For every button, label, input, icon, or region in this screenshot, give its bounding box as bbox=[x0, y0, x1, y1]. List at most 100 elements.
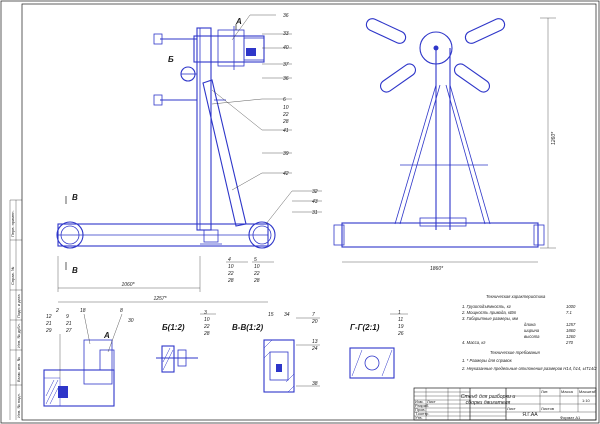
detail-a-balloon: 2 bbox=[55, 308, 59, 314]
section-marker-v-bottom: В bbox=[72, 266, 78, 275]
detail-a-balloon: 27 bbox=[65, 328, 72, 334]
balloon-28c: 28 bbox=[253, 278, 260, 284]
wheel-left bbox=[56, 221, 84, 249]
balloon-10c: 10 bbox=[254, 264, 260, 270]
detail-g-balloon: 19 bbox=[398, 324, 404, 330]
balloon-32: 32 bbox=[312, 189, 318, 195]
spec-value: 1000 bbox=[566, 304, 576, 309]
tb-format: Формат А1 bbox=[560, 415, 581, 420]
detail-v-balloon: 15 bbox=[268, 312, 274, 318]
balloon-36: 36 bbox=[283, 13, 289, 19]
tb-sheet: Лист bbox=[507, 406, 516, 411]
strip-label: Инв. № дубл. bbox=[16, 323, 21, 348]
side-view: 1260* 1860* bbox=[333, 17, 557, 272]
balloon-41: 41 bbox=[283, 128, 289, 134]
balloon-40: 40 bbox=[283, 45, 289, 51]
tb-sheets: Листов bbox=[541, 406, 554, 411]
balloon-22: 22 bbox=[282, 112, 289, 118]
dim-width-main: 1060* bbox=[121, 282, 135, 288]
detail-g-part bbox=[349, 347, 395, 379]
spec-item: 2. Мощность привода, кВт bbox=[461, 310, 517, 315]
dim-height: 1260* bbox=[551, 131, 557, 145]
detail-a-balloon: 12 bbox=[46, 314, 52, 320]
detail-g-balloon: 26 bbox=[397, 331, 404, 337]
detail-a-body bbox=[43, 369, 115, 407]
strip-label: Инв. № подл. bbox=[16, 393, 21, 418]
balloon-33: 33 bbox=[283, 31, 289, 37]
detail-g-balloon: 1 bbox=[398, 310, 401, 316]
tb-col-label: Масса bbox=[561, 389, 574, 394]
title-block: Изм. Лист Разраб. Пров. Т.контр. Утв. Ст… bbox=[413, 387, 597, 421]
spec-item: длина bbox=[524, 322, 536, 327]
balloon-22c: 22 bbox=[253, 271, 260, 277]
dim-base-length: 1257* bbox=[153, 296, 167, 302]
balloon-28: 28 bbox=[282, 119, 289, 125]
tb-row-label: Лист bbox=[427, 399, 436, 404]
balloon-31: 31 bbox=[312, 210, 318, 216]
balloon-28b: 28 bbox=[227, 278, 234, 284]
tb-org: Я.Г.АА bbox=[522, 412, 538, 418]
detail-a-balloon: 21 bbox=[45, 321, 52, 327]
requirement-item: 2. Неуказанные предельные отклонения раз… bbox=[461, 366, 597, 371]
front-leaders: 36 33 40 37 36 6 10 22 28 41 39 42 32 43… bbox=[211, 13, 322, 284]
detail-v-balloon: 20 bbox=[311, 319, 318, 325]
detail-b-title: Б(1:2) bbox=[162, 323, 185, 332]
detail-a-balloon: 30 bbox=[128, 318, 134, 324]
tb-col-label: Масштаб bbox=[579, 389, 597, 394]
strip-label: Подп. и дата bbox=[16, 294, 21, 318]
detail-b-part bbox=[161, 345, 175, 373]
balloon-10: 10 bbox=[283, 105, 289, 111]
section-marker-v-top: В bbox=[72, 193, 78, 202]
balloon-4: 4 bbox=[228, 257, 231, 263]
detail-a-balloon: 18 bbox=[80, 308, 86, 314]
detail-b-balloon: 22 bbox=[203, 324, 210, 330]
side-base bbox=[341, 222, 539, 248]
wheel-right bbox=[248, 221, 276, 249]
strut bbox=[202, 79, 247, 227]
spec-item: 4. Масса, кг bbox=[462, 340, 485, 345]
detail-b-balloon: 3 bbox=[204, 310, 207, 316]
detail-v-title: В-В(1:2) bbox=[232, 323, 263, 332]
detail-v-part bbox=[263, 339, 295, 393]
detail-b: Б(1:2) 3 10 22 28 bbox=[156, 310, 216, 373]
section-marker-a: A bbox=[235, 17, 242, 26]
detail-a-balloon: 8 bbox=[120, 308, 123, 314]
detail-v-balloon: 13 bbox=[312, 339, 318, 345]
detail-v-balloon: 24 bbox=[311, 346, 318, 352]
tb-row-label: Т.контр. bbox=[415, 411, 430, 416]
drawing-frame bbox=[21, 3, 597, 421]
balloon-39: 39 bbox=[283, 151, 289, 157]
balloon-42: 42 bbox=[283, 171, 289, 177]
tb-row-label: Утв. bbox=[415, 415, 423, 420]
strip-label: Перв. примен. bbox=[10, 210, 15, 237]
balloon-5: 5 bbox=[254, 257, 257, 263]
detail-g-title: Г-Г(2:1) bbox=[350, 323, 380, 332]
tb-row-label: Разраб. bbox=[415, 403, 429, 408]
detail-a-title: А bbox=[103, 331, 110, 340]
detail-v-balloon: 7 bbox=[312, 312, 315, 318]
specs-title: Техническая характеристика bbox=[486, 294, 546, 299]
spec-value: 1860 bbox=[566, 328, 576, 333]
detail-b-balloon: 10 bbox=[204, 317, 210, 323]
tb-scale: 1:10 bbox=[582, 398, 591, 403]
strip-label: Взам. инв. № bbox=[16, 357, 21, 382]
column bbox=[196, 27, 212, 231]
balloon-10b: 10 bbox=[228, 264, 234, 270]
detail-v-balloon: 38 bbox=[312, 381, 318, 387]
spec-item: 3. Габаритные размеры, мм bbox=[462, 316, 518, 321]
strip-label: Справ. № bbox=[10, 267, 15, 285]
spec-value: 1260 bbox=[566, 334, 576, 339]
dim-width-side: 1860* bbox=[430, 266, 444, 272]
detail-a-balloon: 9 bbox=[66, 314, 69, 320]
balloon-22b: 22 bbox=[227, 271, 234, 277]
detail-a-balloon: 21 bbox=[65, 321, 72, 327]
head-plate bbox=[419, 31, 453, 65]
spec-item: ширина bbox=[524, 328, 540, 333]
specs-block: Техническая характеристика 1. Грузоподъё… bbox=[461, 294, 597, 371]
tb-row-label: Изм. bbox=[415, 399, 424, 404]
detail-g-balloon: 11 bbox=[398, 317, 403, 323]
detail-v-balloon: 34 bbox=[284, 312, 290, 318]
detail-a: А 12 21 29 9 21 27 2 18 8 30 bbox=[43, 308, 134, 407]
